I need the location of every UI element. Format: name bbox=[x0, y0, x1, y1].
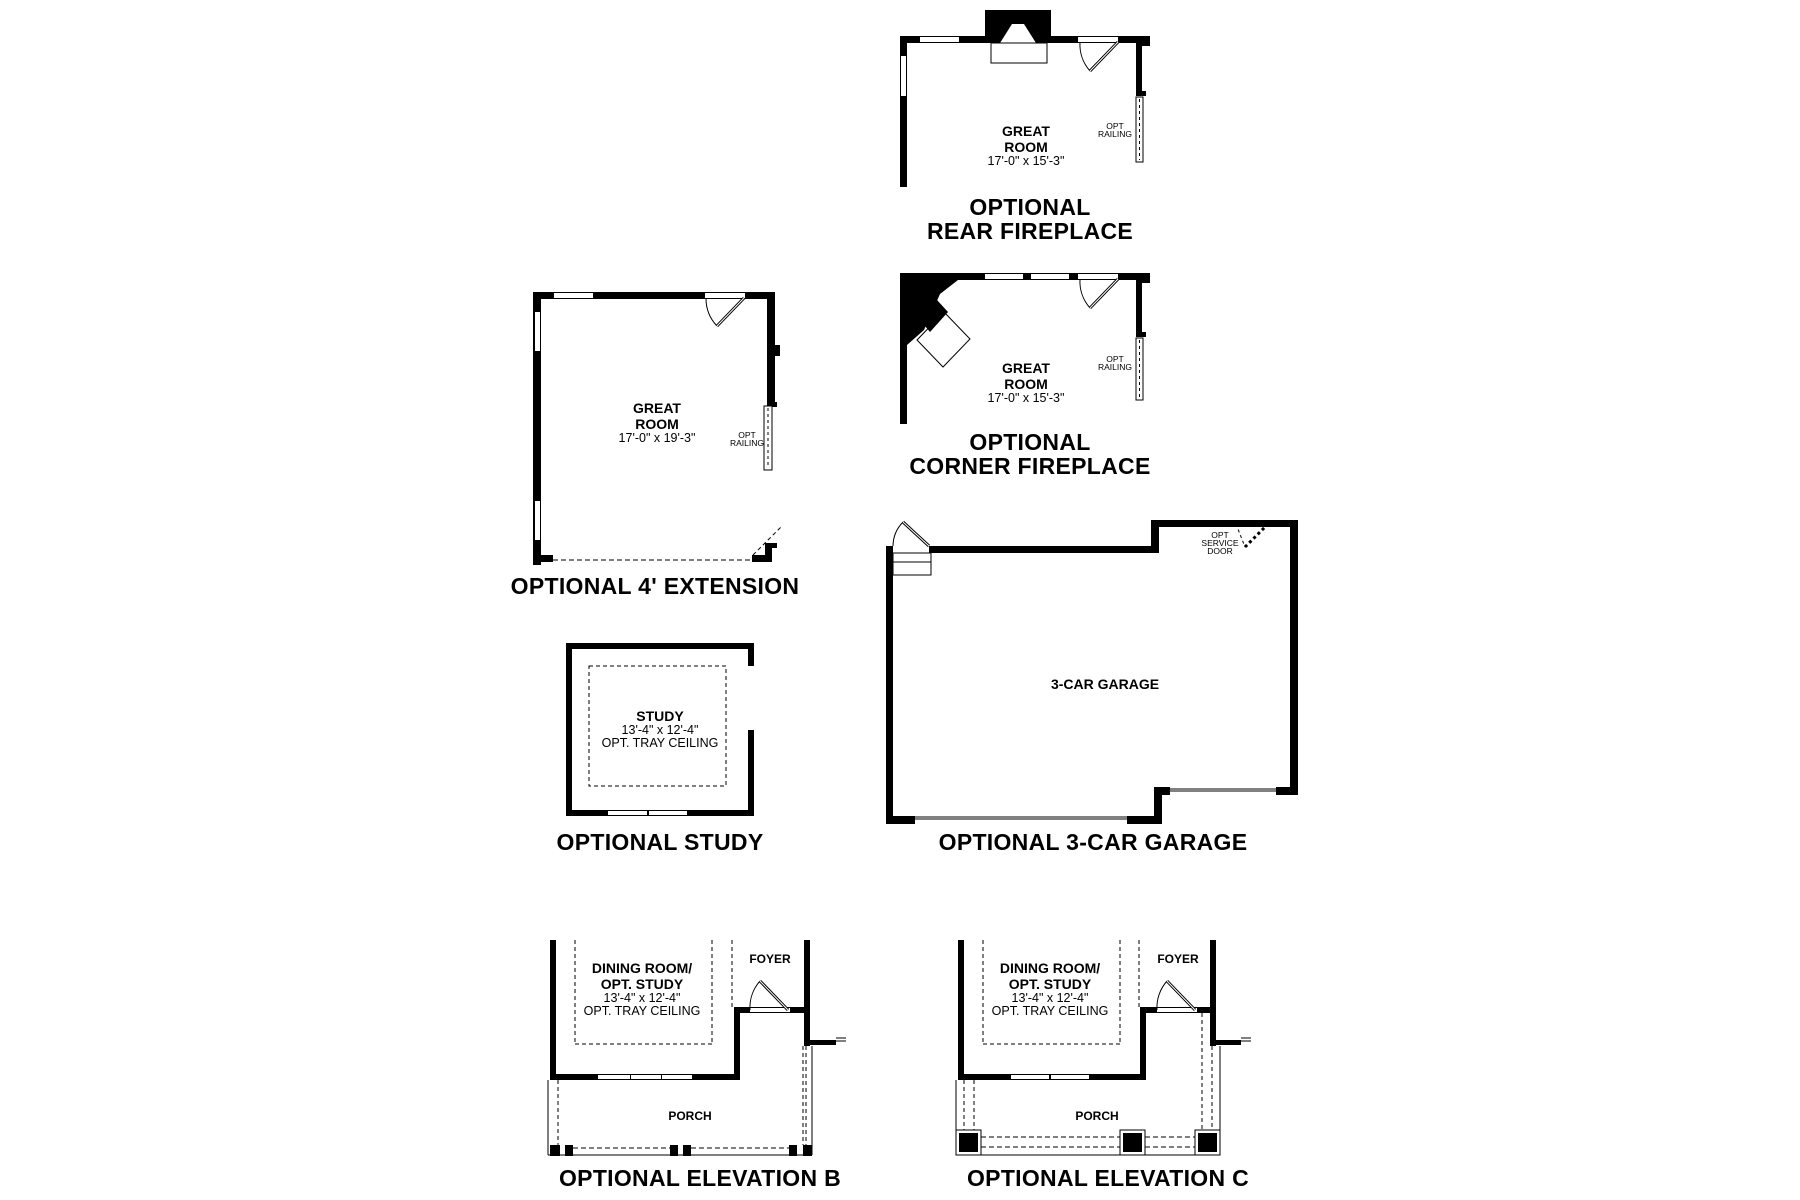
plan-title: OPTIONAL ELEVATION B bbox=[558, 1165, 841, 1191]
opt-railing-note: OPT RAILING bbox=[729, 430, 764, 448]
plan-title: OPTIONAL CORNER FIREPLACE bbox=[909, 429, 1151, 479]
room-label-porch: PORCH bbox=[640, 1108, 740, 1124]
room-label-great-room: GREAT ROOM 17'-0" x 15'-3" bbox=[974, 360, 1078, 405]
room-label-foyer: FOYER bbox=[1148, 951, 1208, 967]
room-label-foyer: FOYER bbox=[740, 951, 800, 967]
room-name: PORCH bbox=[668, 1109, 712, 1123]
room-dimensions: 17'-0" x 15'-3" bbox=[987, 391, 1065, 405]
room-label-3-car-garage: 3-CAR GARAGE bbox=[1000, 676, 1210, 692]
room-dimensions: 13'-4" x 12'-4" bbox=[1011, 991, 1089, 1005]
room-label-great-room: GREAT ROOM 17'-0" x 15'-3" bbox=[974, 123, 1078, 168]
room-name: 3-CAR GARAGE bbox=[1050, 676, 1160, 692]
plan-title: OPTIONAL 3-CAR GARAGE bbox=[938, 829, 1248, 855]
opt-service-door-note: OPT SERVICE DOOR bbox=[1201, 530, 1239, 556]
room-name: DINING ROOM/ bbox=[591, 960, 693, 976]
room-name: OPT. STUDY bbox=[1008, 976, 1092, 992]
plan-title: OPTIONAL REAR FIREPLACE bbox=[926, 194, 1134, 244]
room-name: GREAT bbox=[1002, 360, 1050, 376]
room-name: DINING ROOM/ bbox=[999, 960, 1101, 976]
room-name: STUDY bbox=[636, 708, 684, 724]
room-label-great-room: GREAT ROOM 17'-0" x 19'-3" bbox=[605, 400, 709, 445]
extension-walls bbox=[533, 292, 783, 565]
room-label-dining-room: DINING ROOM/ OPT. STUDY 13'-4" x 12'-4" … bbox=[572, 960, 712, 1018]
room-dimensions: 17'-0" x 15'-3" bbox=[987, 154, 1065, 168]
room-name: FOYER bbox=[749, 952, 791, 966]
room-name: GREAT bbox=[1002, 123, 1050, 139]
study-walls bbox=[566, 643, 754, 816]
room-note: OPT. TRAY CEILING bbox=[601, 736, 719, 750]
room-name: ROOM bbox=[1004, 139, 1048, 155]
room-name: ROOM bbox=[1004, 376, 1048, 392]
room-dimensions: 13'-4" x 12'-4" bbox=[621, 723, 699, 737]
plan-3-car-garage: 3-CAR GARAGE OPT SERVICE DOOR OPTIONAL 3… bbox=[886, 520, 1298, 855]
opt-railing-note: OPT RAILING bbox=[1097, 121, 1132, 139]
room-dimensions: 17'-0" x 19'-3" bbox=[618, 431, 696, 445]
rear-fireplace-walls bbox=[900, 10, 1150, 187]
plan-study: STUDY 13'-4" x 12'-4" OPT. TRAY CEILING … bbox=[556, 643, 764, 855]
room-name: FOYER bbox=[1157, 952, 1199, 966]
room-name: GREAT bbox=[633, 400, 681, 416]
plan-corner-fireplace: GREAT ROOM 17'-0" x 15'-3" OPT RAILING O… bbox=[0, 0, 1800, 500]
corner-fireplace-walls bbox=[900, 273, 1150, 424]
opt-railing-note: OPT RAILING bbox=[1097, 354, 1132, 372]
room-name: PORCH bbox=[1075, 1109, 1119, 1123]
plan-rear-fireplace: GREAT ROOM 17'-0" x 15'-3" OPT RAILING O… bbox=[0, 0, 1800, 244]
room-dimensions: 13'-4" x 12'-4" bbox=[603, 991, 681, 1005]
room-label-dining-room: DINING ROOM/ OPT. STUDY 13'-4" x 12'-4" … bbox=[980, 960, 1120, 1018]
plan-4ft-extension: GREAT ROOM 17'-0" x 19'-3" OPT RAILING O… bbox=[510, 292, 800, 599]
room-name: ROOM bbox=[635, 416, 679, 432]
room-note: OPT. TRAY CEILING bbox=[991, 1004, 1109, 1018]
plan-title: OPTIONAL 4' EXTENSION bbox=[510, 573, 800, 599]
room-note: OPT. TRAY CEILING bbox=[583, 1004, 701, 1018]
plan-title: OPTIONAL ELEVATION C bbox=[966, 1165, 1249, 1191]
garage-walls bbox=[886, 520, 1298, 824]
room-label-study: STUDY 13'-4" x 12'-4" OPT. TRAY CEILING bbox=[590, 708, 730, 750]
room-label-porch: PORCH bbox=[1047, 1108, 1147, 1124]
room-name: OPT. STUDY bbox=[600, 976, 684, 992]
plan-title: OPTIONAL STUDY bbox=[556, 829, 764, 855]
